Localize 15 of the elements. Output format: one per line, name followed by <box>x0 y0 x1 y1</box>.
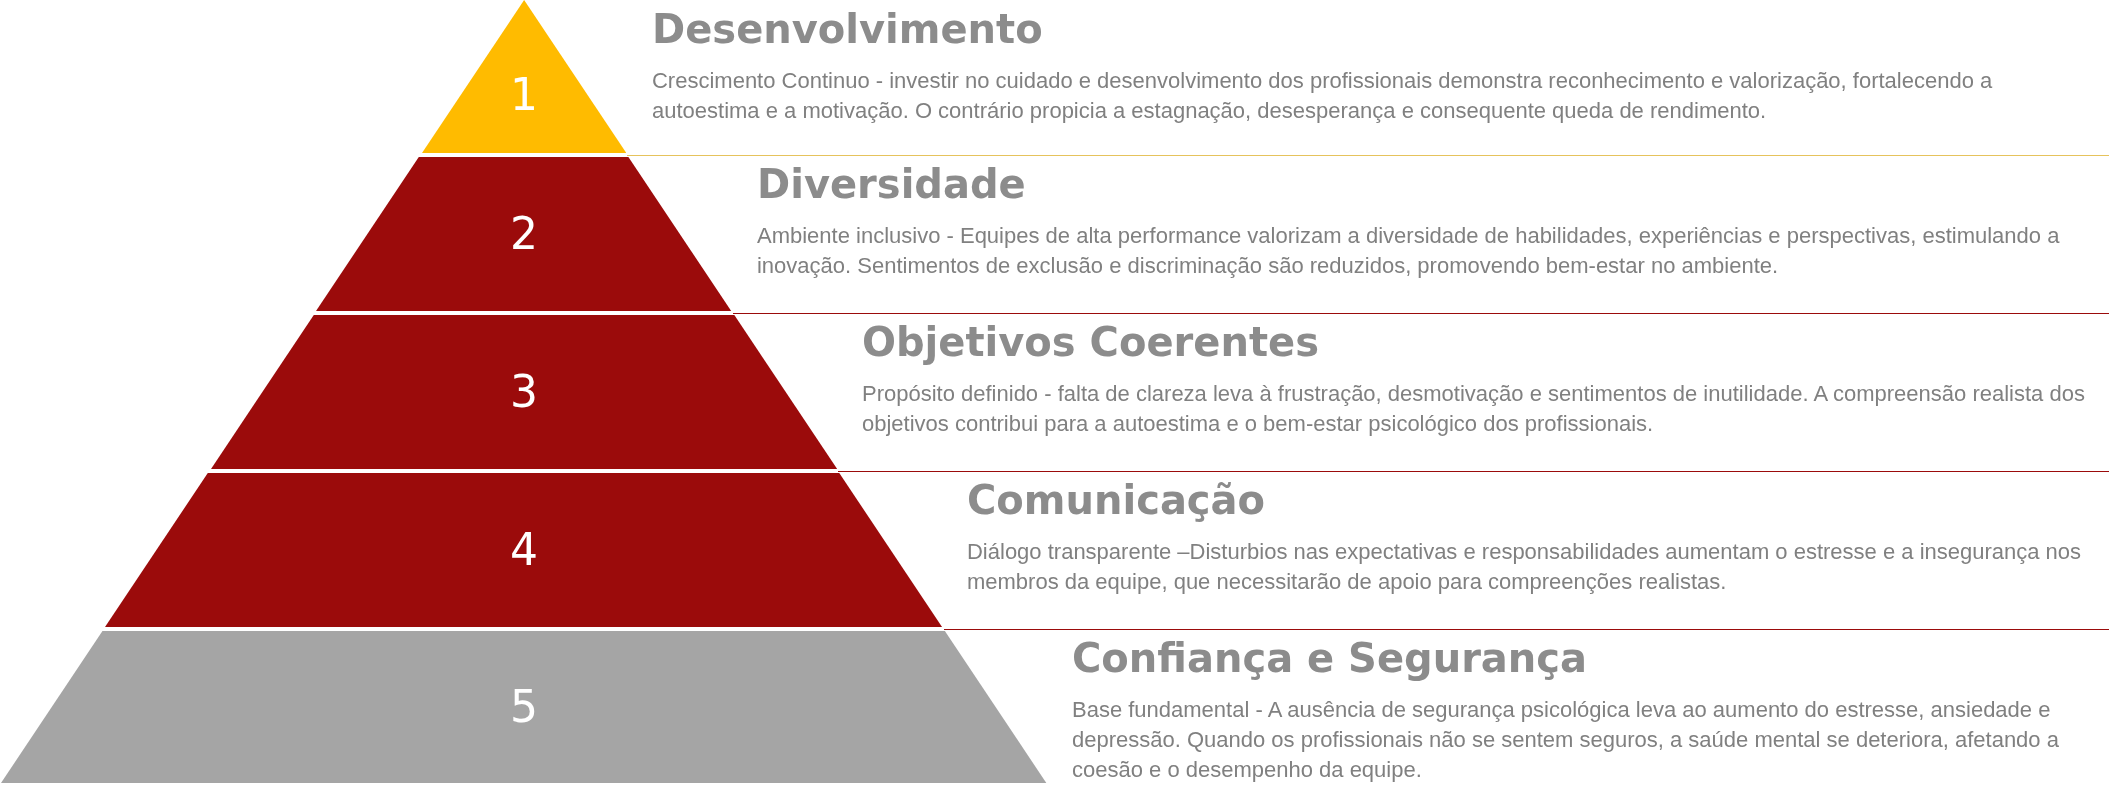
layer-number: 4 <box>509 524 539 575</box>
layer-number: 2 <box>509 208 539 259</box>
description-text: Base fundamental - A ausência de segurança psicológica leva ao aumento do estresse, ansiedade e depressão. Quando os profissionais não se sentem seguros, a saúde mental se deteriora, afetando a coesão e o desempenho da equipe. <box>1072 696 2060 784</box>
description-text: Diálogo transparente –Disturbios nas expectativas e responsabilidades aumentam o estresse e a insegurança nos membros da equipe, que necessitarão de apoio para compreenções realistas. <box>967 538 2083 596</box>
section-heading: Confiança e Segurança <box>1072 635 1588 681</box>
layer-number: 1 <box>509 68 539 120</box>
layer-number: 5 <box>509 681 539 732</box>
section-heading: Diversidade <box>757 161 1026 207</box>
section-heading: Comunicação <box>967 477 1266 523</box>
section-heading: Desenvolvimento <box>652 6 1043 52</box>
description-text: Crescimento Continuo - investir no cuidado e desenvolvimento dos profissionais demonstra reconhecimento e valorização, fortalecendo a autoestima e a motivação. O contrário propicia a estagnação, desesperança e consequente queda de rendimento. <box>652 67 1994 125</box>
description-text: Ambiente inclusivo - Equipes de alta performance valorizam a diversidade de habilidades, experiências e perspectivas, estimulando a inovação. Sentimentos de exclusão e discriminação são reduzidos, promovendo bem-estar no ambiente. <box>757 222 2061 280</box>
layer-number: 3 <box>509 366 539 417</box>
section-heading: Objetivos Coerentes <box>862 319 1319 365</box>
description-text: Propósito definido - falta de clareza leva à frustração, desmotivação e sentimentos de inutilidade. A compreensão realista dos objetivos contribui para a autoestima e o bem-estar psicológico dos profissionais. <box>862 380 2086 438</box>
